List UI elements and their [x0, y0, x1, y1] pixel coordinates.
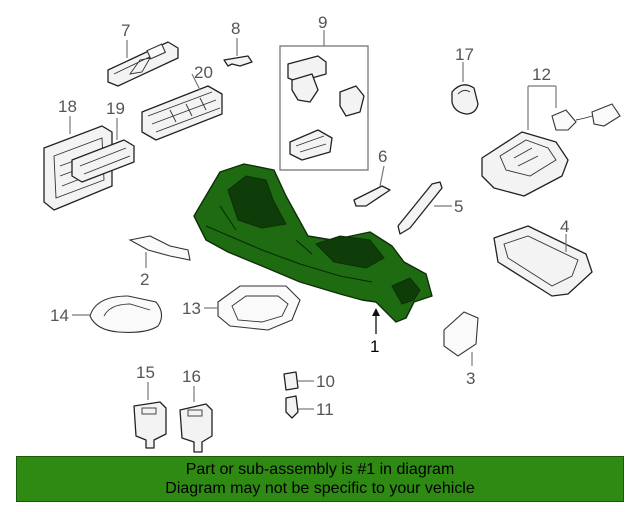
part-9-bracket-group[interactable] [279, 45, 369, 171]
callout-12: 12 [532, 65, 551, 84]
part-7-switch-panel[interactable] [107, 41, 179, 87]
part-16-switch[interactable] [179, 403, 213, 453]
callout-1: 1 [370, 337, 379, 356]
callout-18: 18 [58, 97, 77, 116]
callout-7: 7 [121, 21, 130, 40]
callout-8: 8 [231, 19, 240, 38]
part-10-socket[interactable] [283, 371, 299, 391]
callout-3: 3 [466, 369, 475, 388]
part-8-clip[interactable] [223, 55, 253, 67]
part-15-switch[interactable] [133, 401, 167, 449]
part-12-shifter-assembly[interactable] [481, 103, 621, 197]
banner-line-2: Diagram may not be specific to your vehi… [165, 480, 475, 497]
part-2-cover-plate[interactable] [128, 235, 191, 261]
part-11-bulb[interactable] [285, 395, 299, 419]
callout-16: 16 [182, 367, 201, 386]
part-1-center-console[interactable] [193, 163, 433, 323]
callout-13: 13 [182, 299, 201, 318]
callout-15: 15 [136, 363, 155, 382]
part-13-tray-mat[interactable] [217, 285, 301, 331]
callout-14: 14 [50, 306, 69, 325]
banner-line-1: Part or sub-assembly is #1 in diagram [185, 461, 455, 478]
part-14-mat[interactable] [89, 295, 163, 333]
callout-9: 9 [318, 13, 327, 32]
callout-11: 11 [316, 400, 334, 419]
callout-2: 2 [140, 270, 149, 289]
callout-19: 19 [106, 99, 125, 118]
part-3-cap[interactable] [443, 311, 479, 357]
callout-5: 5 [454, 197, 463, 216]
callout-4: 4 [560, 217, 569, 236]
part-5-trim-strip[interactable] [397, 181, 443, 235]
parts-diagram: 7 8 9 20 18 19 17 [43, 13, 621, 453]
callout-6: 6 [378, 147, 387, 166]
callout-10: 10 [316, 372, 335, 391]
info-banner: Part or sub-assembly is #1 in diagram Di… [16, 456, 624, 502]
callout-20: 20 [194, 63, 213, 82]
callout-17: 17 [455, 45, 474, 64]
part-20-control-unit[interactable] [141, 85, 223, 141]
part-17-shift-knob[interactable] [451, 84, 479, 115]
part-6-trim[interactable] [353, 185, 391, 207]
part-19-climate-control[interactable] [71, 139, 135, 183]
part-4-armrest-lid[interactable] [493, 225, 593, 297]
